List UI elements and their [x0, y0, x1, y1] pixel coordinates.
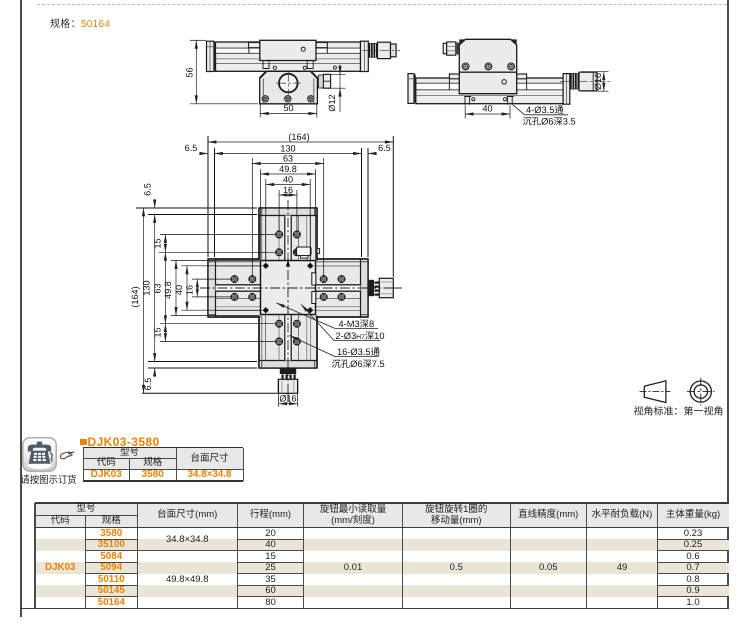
- svg-text:(164): (164): [288, 132, 309, 142]
- svg-text:16: 16: [184, 285, 194, 295]
- svg-text:4-Ø3.5通: 4-Ø3.5通: [526, 105, 564, 115]
- svg-text:56: 56: [185, 67, 195, 77]
- svg-text:视角标准：第一视角: 视角标准：第一视角: [634, 406, 724, 418]
- svg-text:Ø16: Ø16: [279, 394, 296, 404]
- svg-text:(164): (164): [130, 286, 140, 307]
- svg-text:49.8: 49.8: [163, 281, 173, 299]
- svg-text:50: 50: [283, 103, 293, 113]
- svg-text:6.5: 6.5: [378, 143, 391, 153]
- svg-text:16-Ø3.5通: 16-Ø3.5通: [337, 347, 381, 357]
- svg-text:130: 130: [142, 280, 152, 295]
- svg-text:Ø12: Ø12: [327, 94, 337, 111]
- svg-text:15: 15: [152, 238, 162, 248]
- svg-text:40: 40: [283, 175, 293, 185]
- svg-text:40: 40: [174, 285, 184, 295]
- svg-text:15: 15: [152, 327, 162, 337]
- svg-text:40: 40: [482, 104, 492, 114]
- svg-text:沉孔Ø6深7.5: 沉孔Ø6深7.5: [332, 359, 385, 369]
- svg-text:63: 63: [283, 154, 293, 164]
- svg-text:6.5: 6.5: [143, 183, 153, 196]
- svg-text:Ø16: Ø16: [593, 73, 603, 90]
- svg-text:130: 130: [280, 144, 295, 154]
- svg-text:6.5: 6.5: [143, 378, 153, 391]
- svg-text:63: 63: [152, 283, 162, 293]
- svg-text:2-Ø3H7深10: 2-Ø3H7深10: [336, 331, 385, 341]
- svg-text:沉孔Ø6深3.5: 沉孔Ø6深3.5: [523, 117, 576, 127]
- svg-text:4-M3深8: 4-M3深8: [339, 319, 375, 329]
- svg-text:49.8: 49.8: [279, 164, 297, 174]
- svg-text:16: 16: [283, 185, 293, 195]
- svg-text:6.5: 6.5: [185, 143, 198, 153]
